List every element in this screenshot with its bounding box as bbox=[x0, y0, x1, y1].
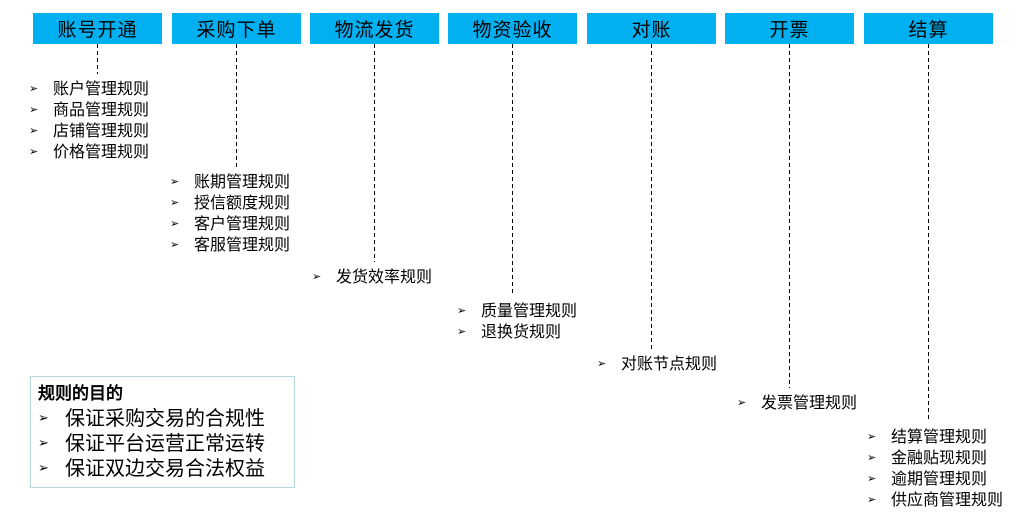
rule-item: ➢ 店铺管理规则 bbox=[29, 120, 149, 141]
purpose-item: ➢ 保证双边交易合法权益 bbox=[38, 456, 294, 481]
connector-dashed-line bbox=[789, 44, 790, 388]
connector-dashed-line bbox=[236, 44, 237, 167]
purpose-item: ➢ 保证采购交易的合规性 bbox=[38, 406, 294, 431]
arrow-bullet-icon: ➢ bbox=[867, 493, 877, 506]
rule-label: 店铺管理规则 bbox=[53, 121, 150, 140]
arrow-bullet-icon: ➢ bbox=[170, 175, 180, 188]
rule-item: ➢ 金融贴现规则 bbox=[867, 447, 1003, 468]
arrow-bullet-icon: ➢ bbox=[29, 82, 39, 95]
rule-item: ➢ 逾期管理规则 bbox=[867, 468, 1003, 489]
purpose-list: ➢ 保证采购交易的合规性 ➢ 保证平台运营正常运转 ➢ 保证双边交易合法权益 bbox=[38, 406, 294, 481]
rule-item: ➢ 账期管理规则 bbox=[170, 171, 290, 192]
rule-list: ➢ 结算管理规则 ➢ 金融贴现规则 ➢ 逾期管理规则 ➢ 供应商管理规则 bbox=[867, 426, 1003, 510]
rule-label: 供应商管理规则 bbox=[891, 490, 1004, 509]
stage-header-goods-acceptance: 物资验收 bbox=[448, 13, 577, 44]
rule-label: 客户管理规则 bbox=[194, 214, 291, 233]
connector-dashed-line bbox=[651, 44, 652, 349]
stage-header-logistics-shipping: 物流发货 bbox=[310, 13, 439, 44]
rule-item: ➢ 账户管理规则 bbox=[29, 78, 149, 99]
stage-header-settlement: 结算 bbox=[864, 13, 993, 44]
rule-item: ➢ 供应商管理规则 bbox=[867, 489, 1003, 510]
stage-header-reconciliation: 对账 bbox=[587, 13, 716, 44]
rule-label: 发货效率规则 bbox=[336, 267, 433, 286]
rule-list: ➢ 发货效率规则 bbox=[312, 266, 432, 287]
rule-list: ➢ 发票管理规则 bbox=[737, 392, 857, 413]
rule-list: ➢ 质量管理规则 ➢ 退换货规则 bbox=[457, 300, 577, 342]
purpose-box: 规则的目的 ➢ 保证采购交易的合规性 ➢ 保证平台运营正常运转 ➢ 保证双边交易合法权… bbox=[30, 376, 295, 488]
arrow-bullet-icon: ➢ bbox=[457, 304, 467, 317]
rule-label: 发票管理规则 bbox=[761, 393, 858, 412]
rule-label: 账期管理规则 bbox=[194, 172, 291, 191]
arrow-bullet-icon: ➢ bbox=[38, 411, 49, 426]
rule-item: ➢ 商品管理规则 bbox=[29, 99, 149, 120]
rule-list: ➢ 账户管理规则 ➢ 商品管理规则 ➢ 店铺管理规则 ➢ 价格管理规则 bbox=[29, 78, 149, 162]
arrow-bullet-icon: ➢ bbox=[737, 396, 747, 409]
rule-label: 退换货规则 bbox=[481, 322, 562, 341]
column-settlement: 结算 ➢ 结算管理规则 ➢ 金融贴现规则 ➢ 逾期管理规则 ➢ 供应商管理规则 bbox=[864, 13, 1003, 509]
rule-item: ➢ 退换货规则 bbox=[457, 321, 577, 342]
purpose-title: 规则的目的 bbox=[38, 384, 123, 404]
purpose-label: 保证采购交易的合规性 bbox=[65, 406, 265, 430]
column-purchase-order: 采购下单 ➢ 账期管理规则 ➢ 授信额度规则 ➢ 客户管理规则 ➢ 客服管理规则 bbox=[170, 13, 301, 254]
rule-item: ➢ 质量管理规则 bbox=[457, 300, 577, 321]
rule-item: ➢ 客服管理规则 bbox=[170, 234, 290, 255]
column-reconciliation: 对账 ➢ 对账节点规则 bbox=[587, 13, 717, 373]
rule-item: ➢ 发货效率规则 bbox=[312, 266, 432, 287]
column-goods-acceptance: 物资验收 ➢ 质量管理规则 ➢ 退换货规则 bbox=[448, 13, 577, 341]
rule-label: 商品管理规则 bbox=[53, 100, 150, 119]
column-logistics-shipping: 物流发货 ➢ 发货效率规则 bbox=[310, 13, 439, 286]
stage-header-account-opening: 账号开通 bbox=[33, 13, 162, 44]
rule-label: 逾期管理规则 bbox=[891, 469, 988, 488]
arrow-bullet-icon: ➢ bbox=[38, 436, 49, 451]
connector-dashed-line bbox=[374, 44, 375, 262]
rule-label: 价格管理规则 bbox=[53, 142, 150, 161]
stage-header-purchase-order: 采购下单 bbox=[172, 13, 301, 44]
arrow-bullet-icon: ➢ bbox=[867, 430, 877, 443]
arrow-bullet-icon: ➢ bbox=[29, 103, 39, 116]
arrow-bullet-icon: ➢ bbox=[29, 124, 39, 137]
rule-item: ➢ 授信额度规则 bbox=[170, 192, 290, 213]
rule-label: 质量管理规则 bbox=[481, 301, 578, 320]
rule-item: ➢ 发票管理规则 bbox=[737, 392, 857, 413]
purpose-label: 保证双边交易合法权益 bbox=[65, 456, 265, 480]
column-invoicing: 开票 ➢ 发票管理规则 bbox=[725, 13, 857, 412]
rule-label: 账户管理规则 bbox=[53, 79, 150, 98]
rule-label: 客服管理规则 bbox=[194, 235, 291, 254]
rule-label: 结算管理规则 bbox=[891, 427, 988, 446]
rule-label: 授信额度规则 bbox=[194, 193, 291, 212]
rule-item: ➢ 客户管理规则 bbox=[170, 213, 290, 234]
stage-header-invoicing: 开票 bbox=[725, 13, 854, 44]
rule-list: ➢ 对账节点规则 bbox=[597, 353, 717, 374]
arrow-bullet-icon: ➢ bbox=[29, 145, 39, 158]
rule-label: 对账节点规则 bbox=[621, 354, 718, 373]
connector-dashed-line bbox=[512, 44, 513, 296]
rule-item: ➢ 价格管理规则 bbox=[29, 141, 149, 162]
column-account-opening: 账号开通 ➢ 账户管理规则 ➢ 商品管理规则 ➢ 店铺管理规则 ➢ 价格管理规则 bbox=[29, 13, 162, 161]
arrow-bullet-icon: ➢ bbox=[867, 451, 877, 464]
arrow-bullet-icon: ➢ bbox=[170, 196, 180, 209]
arrow-bullet-icon: ➢ bbox=[597, 357, 607, 370]
rule-list: ➢ 账期管理规则 ➢ 授信额度规则 ➢ 客户管理规则 ➢ 客服管理规则 bbox=[170, 171, 290, 255]
purpose-item: ➢ 保证平台运营正常运转 bbox=[38, 431, 294, 456]
arrow-bullet-icon: ➢ bbox=[170, 238, 180, 251]
arrow-bullet-icon: ➢ bbox=[867, 472, 877, 485]
rule-item: ➢ 对账节点规则 bbox=[597, 353, 717, 374]
arrow-bullet-icon: ➢ bbox=[457, 325, 467, 338]
connector-dashed-line bbox=[928, 44, 929, 422]
connector-dashed-line bbox=[97, 44, 98, 74]
arrow-bullet-icon: ➢ bbox=[170, 217, 180, 230]
arrow-bullet-icon: ➢ bbox=[38, 461, 49, 476]
purpose-label: 保证平台运营正常运转 bbox=[65, 431, 265, 455]
arrow-bullet-icon: ➢ bbox=[312, 270, 322, 283]
rule-label: 金融贴现规则 bbox=[891, 448, 988, 467]
rule-item: ➢ 结算管理规则 bbox=[867, 426, 1003, 447]
